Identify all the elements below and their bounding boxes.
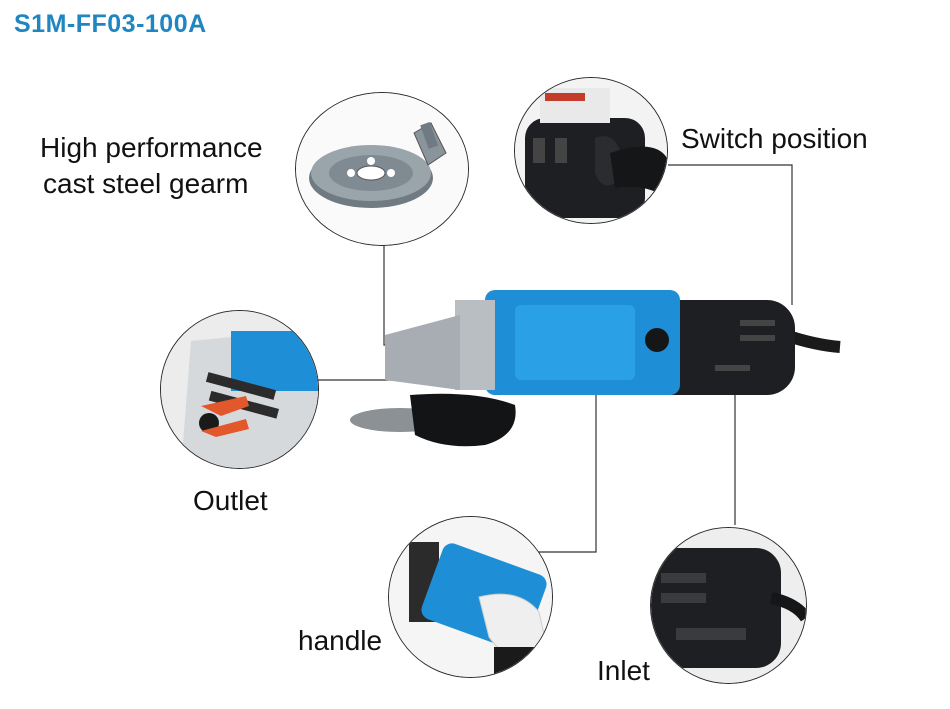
outlet-vent-icon — [161, 311, 318, 468]
inlet-detail-circle — [650, 527, 807, 684]
gear-label-line1: High performance — [40, 132, 263, 163]
inlet-vent-icon — [651, 528, 806, 683]
bevel-gear-icon — [296, 93, 468, 245]
outlet-detail-circle — [160, 310, 319, 469]
inlet-label: Inlet — [597, 655, 650, 686]
outlet-label: Outlet — [193, 485, 268, 516]
handle-label: handle — [298, 625, 383, 656]
handle-grip-icon — [389, 517, 552, 677]
handle-detail-circle — [388, 516, 553, 678]
gear-detail-circle — [295, 92, 469, 246]
angle-grinder-image — [350, 290, 841, 447]
model-title: S1M-FF03-100A — [14, 10, 207, 38]
switch-icon — [515, 78, 667, 223]
switch-detail-circle — [514, 77, 668, 224]
gear-label-line2: cast steel gearm — [43, 168, 249, 199]
switch-label: Switch position — [681, 123, 868, 154]
